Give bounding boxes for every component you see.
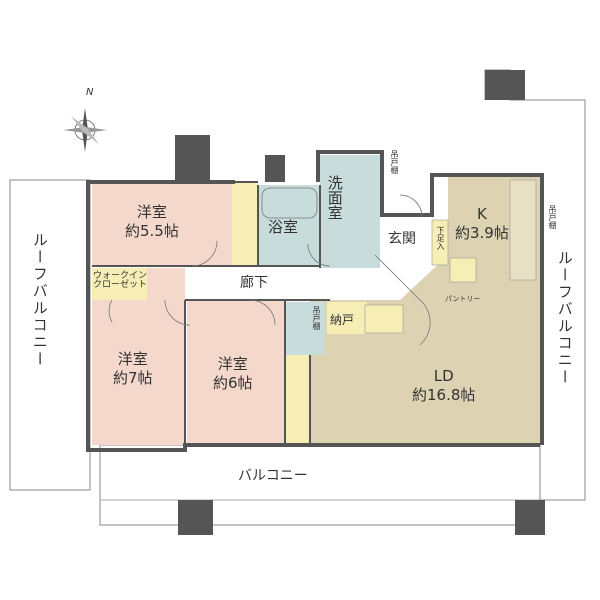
hanging-shelf-toilet-label: 吊戸棚 bbox=[312, 306, 321, 330]
entrance-area bbox=[380, 215, 440, 280]
ldk-area bbox=[310, 175, 540, 445]
walk-in-closet-area bbox=[92, 268, 147, 300]
storage-label: 納戸 bbox=[330, 313, 355, 327]
hanging-shelf-kitchen-label: 吊戸棚 bbox=[548, 205, 557, 229]
pillars bbox=[175, 70, 545, 535]
hanging-shelf-washroom-label: 吊戸棚 bbox=[390, 150, 399, 174]
compass-icon bbox=[63, 108, 107, 152]
pantry-label: パントリー bbox=[445, 295, 481, 303]
storage-shelves bbox=[364, 304, 404, 334]
closet-strip-bottom bbox=[285, 355, 310, 445]
doors bbox=[108, 194, 431, 346]
shoe-closet bbox=[431, 219, 449, 266]
western-room-5-5 bbox=[92, 183, 232, 265]
toilet-area bbox=[285, 302, 325, 355]
kitchen-counter bbox=[509, 179, 537, 281]
entrance-label: 玄関 bbox=[388, 231, 416, 247]
roof-balcony-left-label: ルーフバルコニー bbox=[30, 232, 49, 368]
western-room-5-5-label: 洋室約5.5帖 bbox=[125, 203, 179, 240]
washroom-area bbox=[320, 155, 380, 268]
western-room-7 bbox=[92, 300, 185, 445]
bath-label: 浴室 bbox=[268, 218, 299, 236]
bathtub bbox=[261, 187, 318, 219]
corridor-area bbox=[185, 268, 330, 300]
roof-balcony-left-area bbox=[9, 179, 91, 491]
western-room-6 bbox=[187, 300, 285, 445]
closet-strip-top bbox=[232, 183, 258, 265]
compass-north-label: N bbox=[86, 87, 94, 98]
walk-in-closet-label: ウォークインクローゼット bbox=[93, 271, 148, 291]
washroom-label: 洗面室 bbox=[325, 175, 344, 220]
corridor-label: 廊下 bbox=[240, 275, 268, 291]
balcony-area bbox=[99, 444, 541, 526]
storage-area bbox=[327, 302, 367, 334]
pantry-area bbox=[449, 257, 477, 283]
western-room-7-label: 洋室約7帖 bbox=[113, 350, 153, 387]
roof-balcony-right-label: ルーフバルコニー bbox=[555, 250, 574, 386]
shoe-closet-label: 下足入 bbox=[436, 226, 445, 250]
balcony-label: バルコニー bbox=[238, 468, 308, 484]
western-room-6-label: 洋室約6帖 bbox=[213, 355, 253, 392]
